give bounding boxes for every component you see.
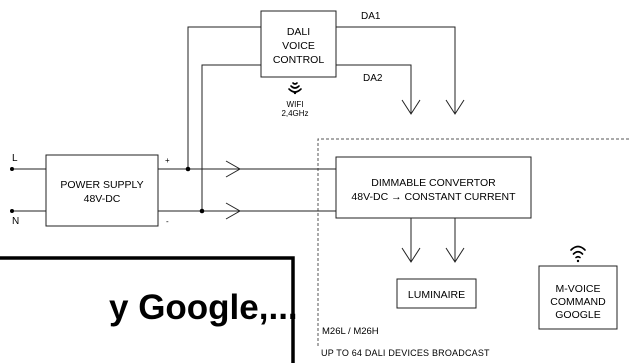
m-voice-line: GOOGLE [555, 309, 601, 321]
wifi-icon [288, 82, 302, 95]
wifi-icon [570, 245, 586, 263]
m-voice-line: M-VOICE [556, 283, 601, 295]
wifi-label: WIFI [287, 100, 304, 109]
luminaire-box: LUMINAIRE [396, 278, 477, 309]
n-label: N [12, 216, 19, 227]
da1-label: DA1 [361, 11, 381, 22]
power-supply-line: 48V-DC [84, 193, 121, 205]
banner-text: y Google,... [109, 288, 298, 327]
wifi-frequency-label: 2,4GHz [281, 109, 308, 118]
model-label: M26L / M26H [322, 326, 379, 337]
minus-label: - [166, 217, 169, 226]
junction-dots [10, 166, 205, 214]
plus-label: + [165, 156, 170, 165]
dali-voice-control-box: DALI VOICE CONTROL [260, 10, 337, 78]
m-voice-command-box: M-VOICE COMMAND GOOGLE [538, 245, 618, 330]
convertor-line: 48V-DC → CONSTANT CURRENT [351, 191, 516, 203]
dali-bus-wires [187, 26, 456, 211]
arrowheads [225, 99, 465, 263]
luminaire-label: LUMINAIRE [408, 289, 465, 301]
zone-footer-label: UP TO 64 DALI DEVICES BROADCAST [321, 348, 490, 358]
dali-voice-control-line: DALI [287, 26, 310, 38]
power-supply-line: POWER SUPPLY [60, 179, 143, 191]
power-supply-box: POWER SUPPLY 48V-DC [45, 154, 159, 227]
da2-label: DA2 [363, 73, 383, 84]
dimmable-convertor-box: DIMMABLE CONVERTOR 48V-DC → CONSTANT CUR… [335, 156, 532, 219]
l-label: L [12, 153, 18, 164]
convertor-line: DIMMABLE CONVERTOR [371, 177, 496, 189]
dali-voice-control-line: CONTROL [273, 54, 324, 66]
m-voice-line: COMMAND [550, 296, 606, 308]
dali-voice-control-line: VOICE [282, 40, 315, 52]
overlay-banner: y Google,... [0, 256, 298, 363]
device-zone-border [317, 138, 629, 346]
